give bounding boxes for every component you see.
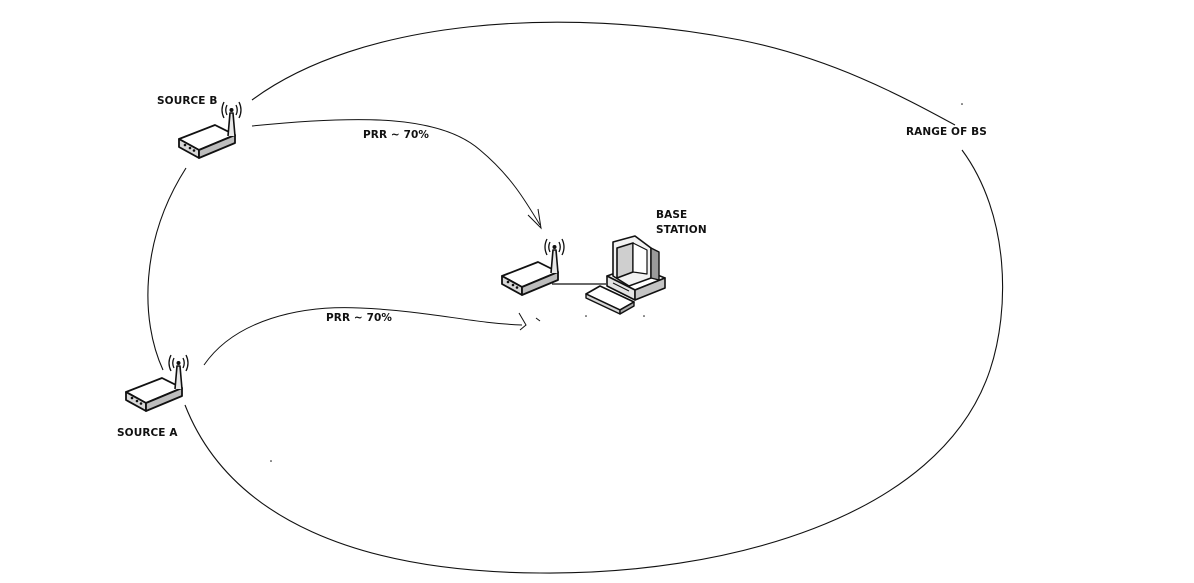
bs-router-icon [501, 238, 565, 296]
source-b-router-icon [178, 101, 242, 159]
prr-a-label: PRR ~ 70% [326, 312, 393, 324]
prr-b-label: PRR ~ 70% [363, 129, 430, 141]
range-label: RANGE OF BS [906, 126, 987, 138]
range-boundary [147, 21, 1004, 574]
desktop-computer-icon [606, 235, 666, 301]
prr-arrow-b [251, 119, 542, 230]
keyboard-icon [585, 285, 635, 315]
base-station-label-line1: BASE [656, 209, 688, 221]
base-station-label-line2: STATION [656, 224, 707, 236]
source-b-label: SOURCE B [157, 95, 218, 107]
prr-arrow-a [203, 307, 541, 366]
source-a-label: SOURCE A [117, 427, 178, 439]
source-a-router-icon [125, 354, 189, 412]
